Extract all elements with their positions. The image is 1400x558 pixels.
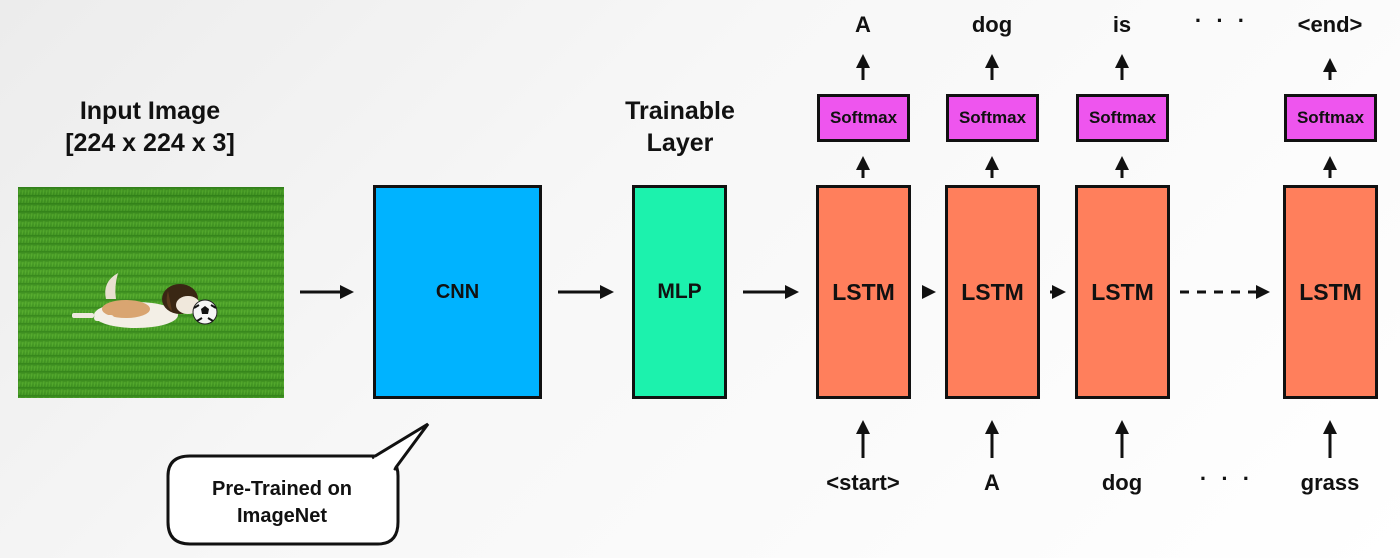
input-word-2: A [984, 470, 1000, 495]
trainable-layer-title-line2: Layer [646, 129, 714, 157]
softmax-box-3: Softmax [1076, 94, 1169, 142]
input-word-1: <start> [826, 470, 900, 495]
lstm-block-1: LSTM [816, 185, 911, 399]
output-word-4: <end> [1297, 12, 1363, 37]
callout-tail [371, 422, 430, 471]
input-image-title-line1: Input Image [79, 97, 221, 125]
callout-text-line2: ImageNet [236, 505, 328, 527]
callout-text-line1: Pre-Trained on [211, 478, 353, 500]
cnn-block: CNN [373, 185, 542, 399]
lstm-block-4: LSTM [1283, 185, 1378, 399]
softmax-box-2: Softmax [946, 94, 1039, 142]
softmax-box-4: Softmax [1284, 94, 1377, 142]
output-word-2: dog [971, 12, 1013, 37]
input-image-title: Input Image [224 x 224 x 3] [40, 95, 260, 159]
callout-text: Pre-Trained on ImageNet [172, 476, 392, 530]
trainable-layer-title-line1: Trainable [625, 97, 735, 125]
trainable-layer-title: Trainable Layer [590, 95, 770, 159]
input-word-4: grass [1300, 470, 1360, 495]
input-image-title-line2: [224 x 224 x 3] [65, 129, 235, 157]
lstm-block-2: LSTM [945, 185, 1040, 399]
input-ellipsis: · · · [1199, 466, 1255, 491]
output-word-1: A [855, 12, 871, 37]
input-word-3: dog [1101, 470, 1143, 495]
output-word-3: is [1112, 12, 1132, 37]
lstm-block-3: LSTM [1075, 185, 1170, 399]
input-image-puppy [18, 187, 284, 398]
output-ellipsis: · · · [1194, 8, 1250, 33]
mlp-block: MLP [632, 185, 727, 399]
softmax-box-1: Softmax [817, 94, 910, 142]
